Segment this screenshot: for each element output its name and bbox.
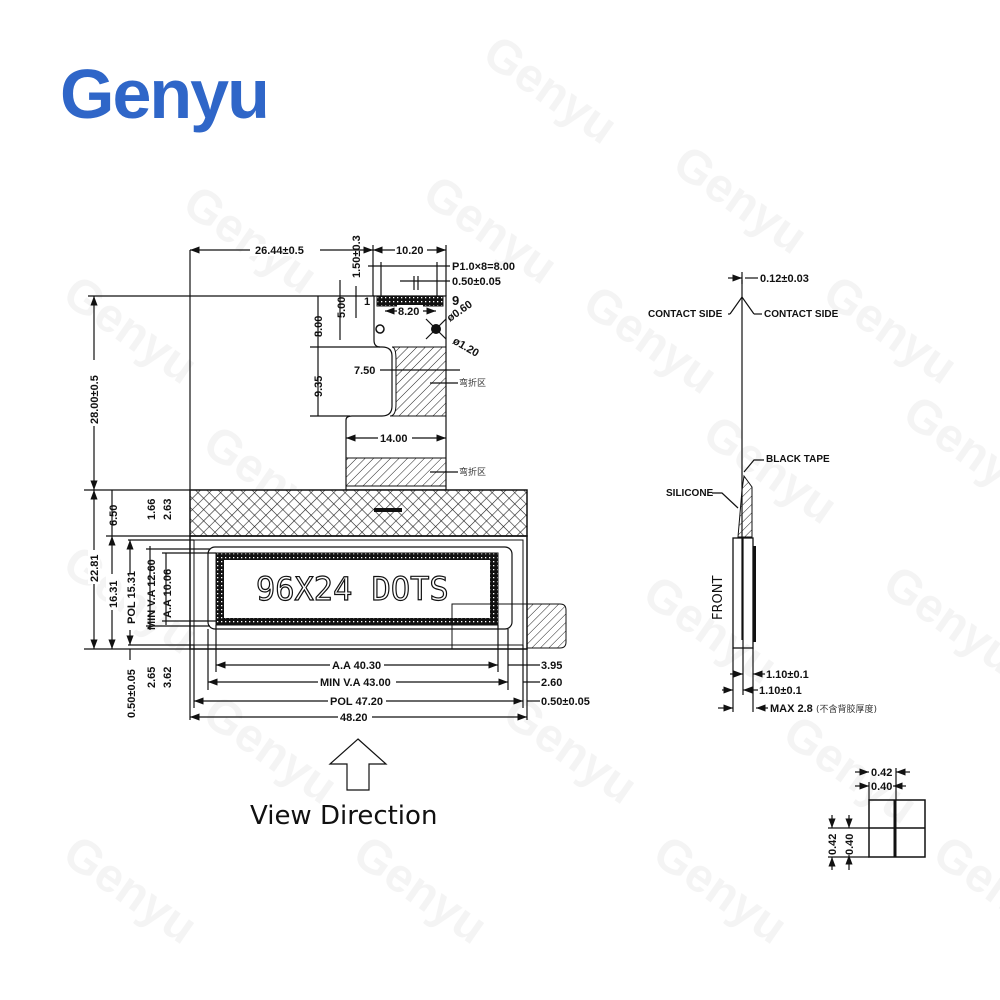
svg-text:2.60: 2.60	[541, 677, 562, 689]
dot-size-detail: 0.42 0.40 0.42 0.40	[827, 767, 926, 870]
svg-text:Genyu: Genyu	[474, 26, 627, 155]
svg-text:MIN V.A 12.60: MIN V.A 12.60	[146, 559, 158, 630]
side-fpc-tab	[526, 603, 567, 649]
svg-text:POL 15.31: POL 15.31	[126, 571, 138, 624]
svg-text:0.42: 0.42	[827, 834, 839, 855]
svg-text:22.81: 22.81	[89, 554, 101, 582]
svg-text:A.A 10.06: A.A 10.06	[162, 569, 174, 618]
svg-text:14.00: 14.00	[380, 433, 408, 445]
svg-text:0.50±0.05: 0.50±0.05	[541, 696, 590, 708]
svg-text:9: 9	[452, 293, 459, 308]
svg-text:2.63: 2.63	[162, 499, 174, 520]
svg-text:Genyu: Genyu	[54, 826, 207, 955]
side-view: 0.12±0.03 CONTACT SIDE CONTACT SIDE BLAC…	[648, 272, 877, 715]
svg-text:MIN V.A 43.00: MIN V.A 43.00	[320, 677, 391, 689]
svg-text:9.35: 9.35	[313, 376, 325, 397]
svg-text:7.50: 7.50	[354, 365, 375, 377]
svg-text:5.00: 5.00	[336, 297, 348, 318]
svg-text:2.65: 2.65	[146, 667, 158, 688]
front-view: 26.44±0.5 10.20 P1.0×8=8.00 0.50±0.05 9 …	[84, 235, 590, 724]
svg-text:Genyu: Genyu	[194, 686, 347, 815]
svg-text:SILICONE: SILICONE	[666, 488, 714, 499]
svg-text:POL 47.20: POL 47.20	[330, 696, 383, 708]
svg-text:Genyu: Genyu	[874, 556, 1000, 685]
svg-text:Genyu: Genyu	[774, 706, 927, 835]
svg-text:弯折区: 弯折区	[459, 377, 486, 389]
glass-outline	[189, 535, 528, 650]
svg-text:FRONT: FRONT	[711, 576, 726, 620]
svg-text:48.20: 48.20	[340, 712, 368, 724]
svg-text:CONTACT SIDE: CONTACT SIDE	[648, 309, 723, 320]
svg-text:Genyu: Genyu	[60, 55, 268, 133]
bend-zone-1	[389, 346, 447, 417]
silicone-fill	[737, 474, 753, 538]
svg-text:CONTACT SIDE: CONTACT SIDE	[764, 309, 839, 320]
svg-text:26.44±0.5: 26.44±0.5	[255, 245, 304, 257]
lcd-active-area	[224, 560, 490, 618]
svg-text:Genyu: Genyu	[924, 826, 1000, 955]
fpc-tail	[345, 295, 447, 491]
lcd-text: 96X24 DOTS	[256, 570, 449, 608]
svg-text:6.50: 6.50	[108, 505, 120, 526]
svg-text:Genyu: Genyu	[174, 176, 327, 305]
svg-text:8.20: 8.20	[398, 306, 419, 318]
fpc-pins	[376, 295, 444, 307]
svg-text:ø0.60: ø0.60	[445, 298, 475, 324]
svg-text:0.50±0.05: 0.50±0.05	[126, 669, 138, 718]
svg-text:BLACK TAPE: BLACK TAPE	[766, 454, 830, 465]
svg-text:Genyu: Genyu	[894, 386, 1000, 515]
backlight-ledge	[189, 489, 528, 537]
arrow-up-icon	[328, 738, 388, 791]
svg-text:0.50±0.05: 0.50±0.05	[452, 276, 501, 288]
svg-text:1.10±0.1: 1.10±0.1	[766, 669, 809, 681]
svg-text:1: 1	[364, 296, 370, 308]
svg-text:P1.0×8=8.00: P1.0×8=8.00	[452, 261, 515, 273]
svg-text:0.12±0.03: 0.12±0.03	[760, 273, 809, 285]
svg-text:Genyu: Genyu	[574, 276, 727, 405]
view-direction: View Direction	[250, 738, 437, 831]
svg-text:8.00: 8.00	[313, 316, 325, 337]
svg-text:Genyu: Genyu	[644, 826, 797, 955]
svg-text:Genyu: Genyu	[814, 266, 967, 395]
svg-text:A.A 40.30: A.A 40.30	[332, 660, 381, 672]
svg-text:MAX 2.8: MAX 2.8	[770, 703, 813, 715]
svg-text:1.50±0.3: 1.50±0.3	[351, 235, 363, 278]
svg-text:0.40: 0.40	[844, 834, 856, 855]
svg-text:3.62: 3.62	[162, 667, 174, 688]
svg-text:16.31: 16.31	[108, 580, 120, 608]
svg-text:ø1.20: ø1.20	[451, 335, 481, 359]
svg-text:10.20: 10.20	[396, 245, 424, 257]
svg-text:1.10±0.1: 1.10±0.1	[759, 685, 802, 697]
svg-text:弯折区: 弯折区	[459, 466, 486, 478]
svg-text:3.95: 3.95	[541, 660, 562, 672]
svg-text:1.66: 1.66	[146, 499, 158, 520]
svg-text:Genyu: Genyu	[344, 826, 497, 955]
svg-text:Genyu: Genyu	[694, 406, 847, 535]
genyu-logo: Genyu	[57, 52, 273, 136]
alignment-hole-small	[375, 324, 385, 334]
svg-text:Genyu: Genyu	[54, 266, 207, 395]
svg-text:0.42: 0.42	[871, 767, 892, 779]
svg-text:View Direction: View Direction	[250, 801, 437, 831]
svg-text:(不含背胶厚度): (不含背胶厚度)	[816, 703, 877, 715]
svg-text:0.40: 0.40	[871, 781, 892, 793]
svg-text:Genyu: Genyu	[664, 136, 817, 265]
svg-text:28.00±0.5: 28.00±0.5	[89, 375, 101, 424]
